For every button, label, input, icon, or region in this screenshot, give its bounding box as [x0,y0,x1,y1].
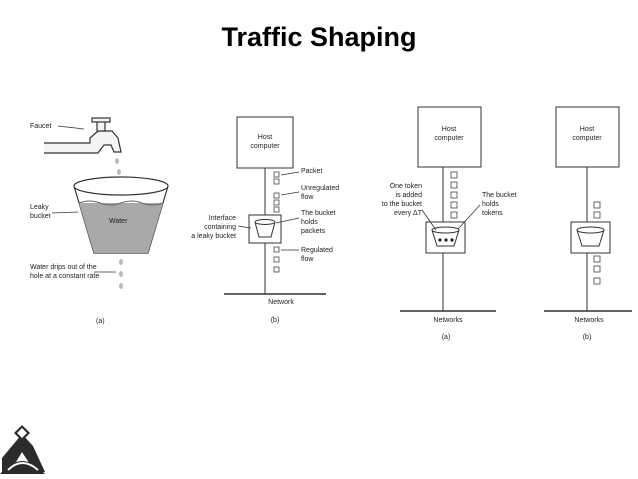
token-added-label-1: One token [390,183,422,190]
queued-packets [451,172,457,218]
leaky-bucket-label-2: bucket [30,213,51,220]
network-label: Network [268,299,294,306]
holds-tokens-label-1: The bucket [482,192,517,199]
water-label: Water [109,218,128,225]
water-drop-icon [115,158,121,175]
host-label-2: computer [434,135,464,142]
holds-tokens-label-2: holds [482,201,499,208]
interface-label-1: Interface [209,215,236,222]
token-added-label-2: is added [396,192,423,199]
networks-label: Networks [574,317,604,324]
unregulated-label-2: flow [301,194,314,201]
host-label-1: Host [580,126,594,133]
drips-label-1: Water drips out of the [30,264,97,271]
leaky-bucket-network-panel: Host computer Pac [191,117,339,324]
figure-caption-a2: (a) [442,334,451,341]
leaky-bucket-analogy-panel: Faucet Leaky bucket Water Water drips ou… [30,118,168,325]
networks-label: Networks [433,317,463,324]
drips-label-2: hole at a constant rate [30,273,99,280]
token [444,238,447,241]
holds-packets-label-2: holds [301,219,318,226]
token-bucket-panel-b: Host computer Networks (b) [544,107,632,341]
queued-packets [594,202,600,218]
holds-packets-label-1: The bucket [301,210,336,217]
holds-packets-label-3: packets [301,228,326,235]
leaky-bucket-label-1: Leaky [30,204,49,211]
sent-packets [594,256,600,284]
figure-caption-a: (a) [96,318,105,325]
logo-icon [0,425,45,474]
interface-label-2: containing [204,224,236,231]
token-bucket-panel-a: Host computer One token is added to the … [382,107,517,341]
water-drop-icon [119,259,123,289]
unregulated-label-1: Unregulated [301,185,339,192]
regulated-label-1: Regulated [301,247,333,254]
figure-caption-b: (b) [271,317,280,324]
faucet-label: Faucet [30,123,51,130]
regulated-packets [274,247,279,272]
packet-label: Packet [301,168,322,175]
host-label-1: Host [258,134,272,141]
token [438,238,441,241]
token-added-label-3: to the bucket [382,201,422,208]
token [450,238,453,241]
faucet-icon [44,118,121,153]
unregulated-packets [274,172,279,212]
host-label-2: computer [250,143,280,150]
token-added-label-4: every ΔT [394,210,423,217]
host-label-2: computer [572,135,602,142]
holds-tokens-label-3: tokens [482,210,503,217]
host-label-1: Host [442,126,456,133]
figure-caption-b2: (b) [583,334,592,341]
interface-label-3: a leaky bucket [191,233,236,240]
regulated-label-2: flow [301,256,314,263]
bucket-icon [74,177,168,253]
